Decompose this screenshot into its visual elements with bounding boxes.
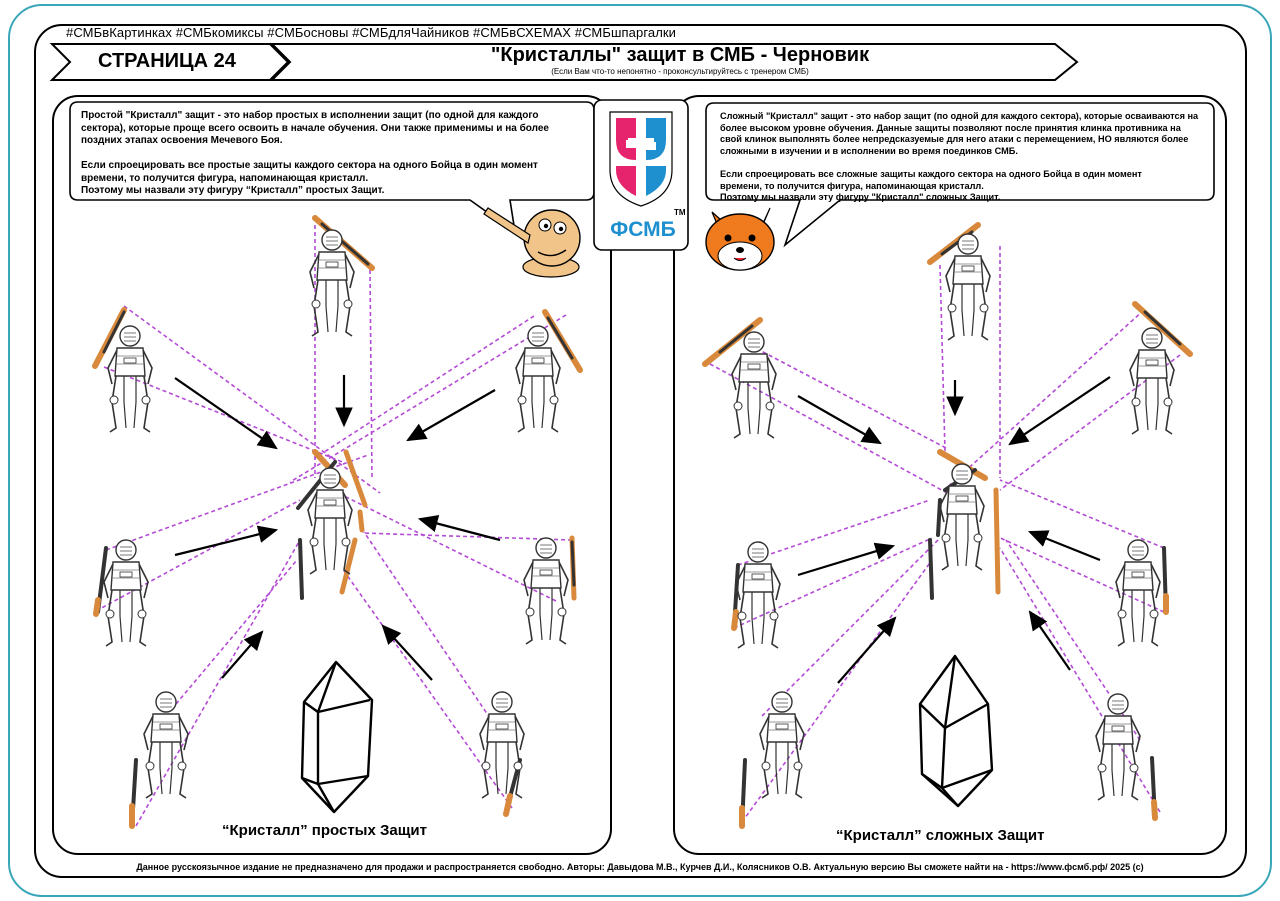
right-fighters — [731, 233, 1175, 801]
page-title: "Кристаллы" защит в СМБ - Черновик — [490, 44, 870, 66]
title-banner — [269, 43, 1079, 81]
logo-shield-icon — [593, 99, 689, 251]
arrow-icon — [221, 630, 264, 679]
fighter-icon — [107, 325, 153, 433]
arrow-icon — [174, 525, 279, 557]
fighter-icon — [1129, 327, 1175, 435]
left-panel — [52, 95, 612, 855]
arrow-icon — [174, 377, 278, 450]
fighter-icon — [1095, 693, 1141, 801]
arrow-icon — [406, 389, 496, 442]
fighter-icon — [735, 541, 781, 649]
fighter-icon — [143, 691, 189, 799]
header-shapes — [49, 43, 1079, 81]
right-speech-bubble — [705, 102, 1215, 248]
inner-frame — [34, 24, 1247, 878]
page-subtitle: (Если Вам что-то непонятно - проконсульт… — [551, 67, 809, 76]
mascot-long-nose-icon — [483, 207, 581, 278]
hashtags: #СМБвКартинках #СМБкомиксы #СМБосновы #С… — [66, 25, 677, 40]
left-caption: “Кристалл” простых Защит — [222, 822, 427, 839]
arrow-icon — [837, 616, 897, 684]
arrow-icon — [1008, 376, 1111, 446]
arrow-icon — [797, 395, 882, 445]
arrow-icon — [381, 624, 433, 681]
page-number: СТРАНИЦА 24 — [98, 50, 236, 72]
fighter-icon — [945, 233, 991, 341]
crystal-icon — [300, 660, 374, 814]
mascot-fox-icon — [705, 207, 775, 271]
logo-text: ФСМБ — [610, 218, 676, 241]
fighter-icon — [731, 331, 777, 439]
left-fighters — [103, 229, 569, 799]
right-panel — [673, 95, 1227, 855]
page-label-banner — [49, 43, 290, 81]
fighter-icon — [479, 691, 525, 799]
logo-tm: TM — [674, 208, 686, 217]
crystal-icon — [918, 654, 994, 808]
arrow-icon — [797, 542, 896, 577]
footer-credits: Данное русскоязычное издание не предназн… — [136, 862, 1144, 872]
fighter-icon — [103, 539, 149, 647]
left-bubble-text: Простой "Кристалл" защит - это набор про… — [81, 110, 549, 196]
fighter-icon — [523, 537, 569, 645]
outer-frame — [8, 4, 1272, 897]
arrow-icon — [417, 514, 501, 542]
right-caption: “Кристалл” сложных Защит — [836, 827, 1045, 844]
fighter-icon — [939, 463, 985, 571]
left-arrows — [174, 375, 501, 681]
arrow-icon — [1027, 530, 1101, 562]
right-arrows — [797, 376, 1111, 684]
right-bubble-text: Сложный "Кристалл" защит - это набор защ… — [720, 111, 1199, 203]
arrow-icon — [1028, 610, 1071, 671]
